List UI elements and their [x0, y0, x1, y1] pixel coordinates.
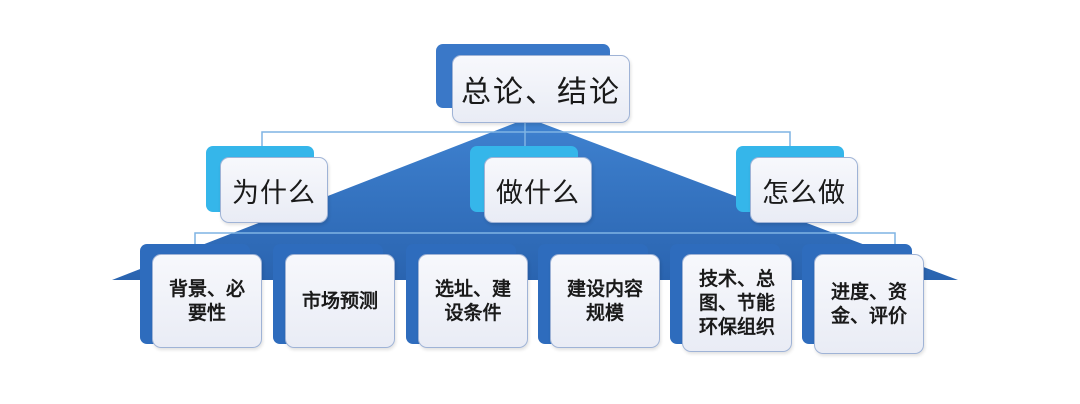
leaf-node-scope: 建设内容 规模: [538, 244, 660, 348]
connector-branch-leaves: [194, 232, 896, 248]
root-node-label: 总论、结论: [461, 75, 621, 110]
leaf-node-label: 背景、必 要性: [168, 277, 245, 324]
branch-node-label: 为什么: [232, 177, 316, 209]
leaf-node-label: 进度、资 金、评价: [830, 280, 907, 327]
leaf-node-box: 技术、总 图、节能 环保组织: [682, 254, 792, 352]
leaf-node-box: 进度、资 金、评价: [814, 254, 924, 354]
branch-node-how: 怎么做: [736, 146, 858, 223]
root-node: 总论、结论: [436, 44, 630, 123]
leaf-node-box: 选址、建 设条件: [418, 254, 528, 348]
leaf-node-background: 背景、必 要性: [140, 244, 262, 348]
leaf-node-schedule: 进度、资 金、评价: [802, 244, 924, 354]
leaf-node-label: 技术、总 图、节能 环保组织: [698, 267, 775, 339]
leaf-node-box: 市场预测: [285, 254, 395, 348]
leaf-node-box: 建设内容 规模: [550, 254, 660, 348]
leaf-node-technology: 技术、总 图、节能 环保组织: [670, 244, 792, 352]
branch-node-label: 做什么: [496, 177, 580, 209]
leaf-node-label: 建设内容 规模: [566, 277, 643, 324]
leaf-node-market: 市场预测: [273, 244, 395, 348]
branch-node-label: 怎么做: [762, 177, 846, 209]
leaf-node-site: 选址、建 设条件: [406, 244, 528, 348]
branch-node-box: 做什么: [484, 157, 592, 223]
branch-node-box: 为什么: [220, 157, 328, 223]
root-node-box: 总论、结论: [452, 55, 630, 123]
branch-node-what: 做什么: [470, 146, 592, 223]
branch-node-why: 为什么: [206, 146, 328, 223]
branch-node-box: 怎么做: [750, 157, 858, 223]
leaf-node-label: 选址、建 设条件: [434, 277, 511, 324]
leaf-node-box: 背景、必 要性: [152, 254, 262, 348]
leaf-node-label: 市场预测: [301, 289, 378, 312]
